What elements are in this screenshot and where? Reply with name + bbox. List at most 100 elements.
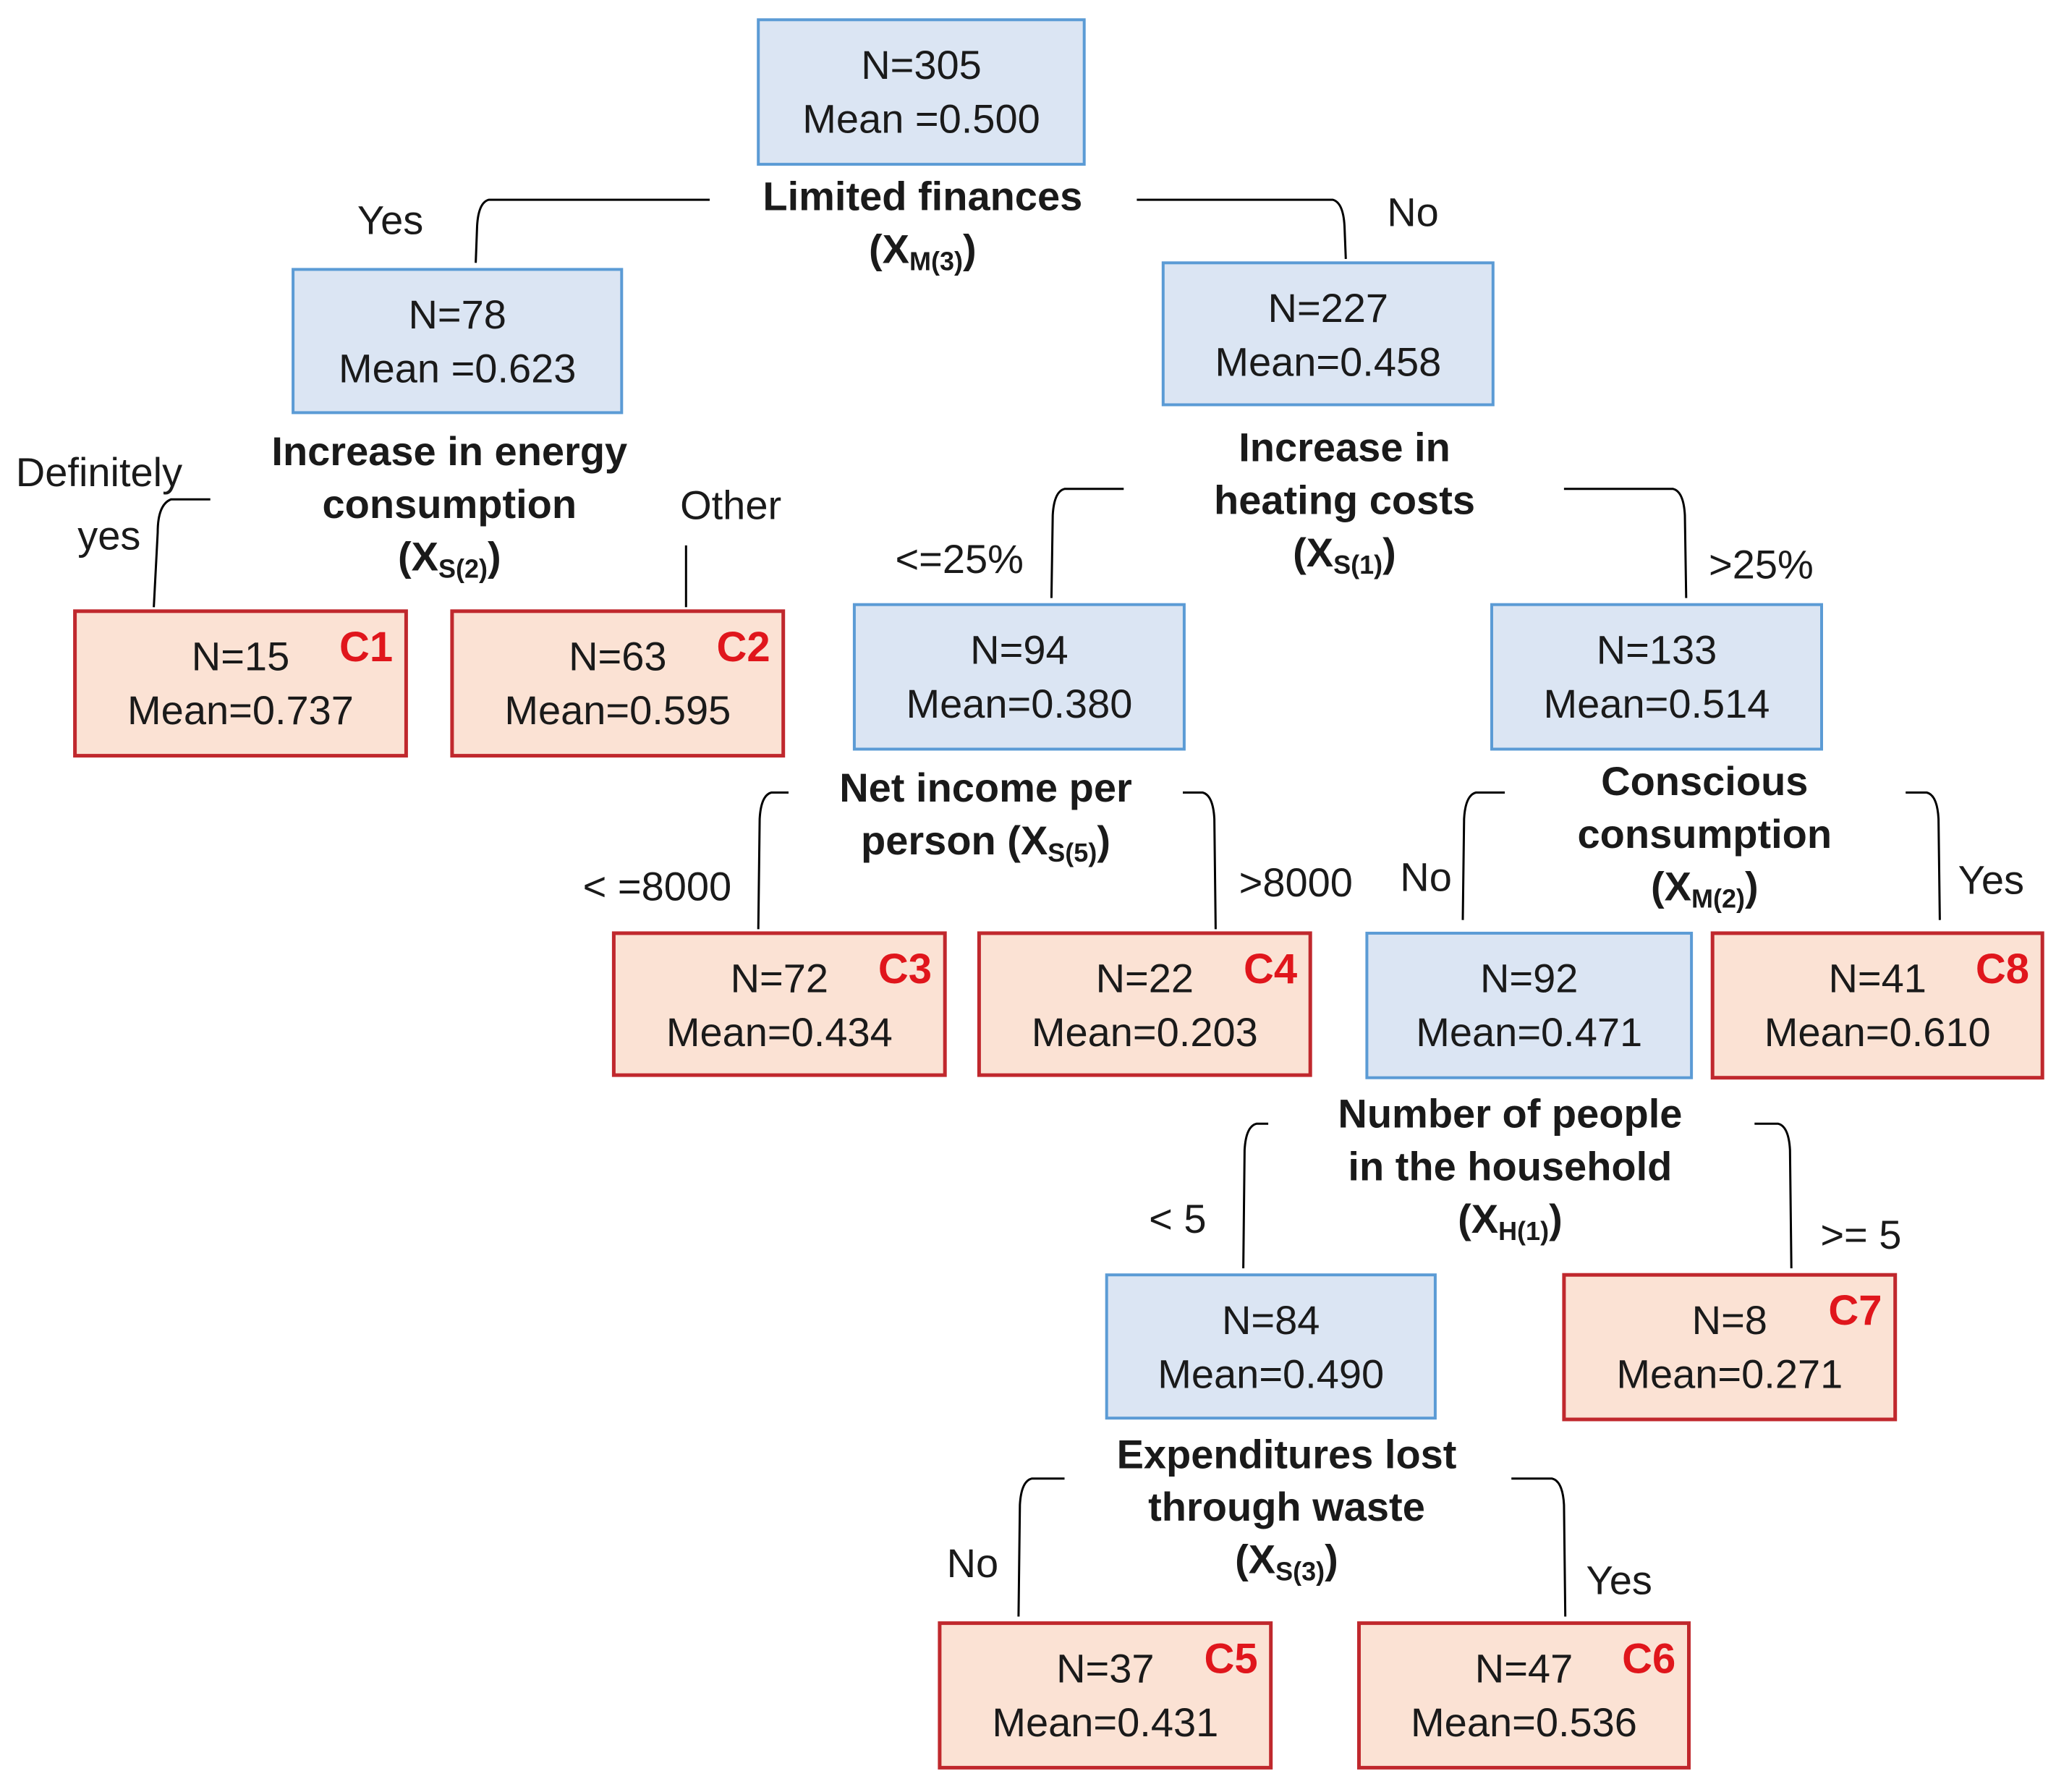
- node-count: N=305: [861, 42, 982, 88]
- node-box: [757, 18, 1086, 166]
- left-branch-line: [1050, 488, 1124, 598]
- node-mean: Mean=0.595: [504, 687, 731, 733]
- split-connector-s_l: [153, 498, 687, 608]
- node-box: [1365, 931, 1694, 1079]
- right-branch-line: [1137, 198, 1347, 259]
- node-box: [1490, 603, 1823, 751]
- split-label-s_rr: Conscious consumption (XM(2)) No Yes: [1400, 758, 2024, 913]
- node-count: N=227: [1268, 285, 1389, 331]
- node-count: N=41: [1828, 956, 1926, 1001]
- node-mean: Mean=0.514: [1544, 681, 1770, 726]
- cluster-label: C7: [1828, 1287, 1882, 1334]
- right-branch-line: [1183, 791, 1217, 930]
- node-mean: Mean=0.458: [1215, 339, 1441, 385]
- node-box: [977, 931, 1312, 1077]
- right-branch-line: [1563, 488, 1688, 598]
- left-branch-line: [757, 791, 789, 930]
- right-branch-label: >25%: [1709, 541, 1814, 587]
- node-mean: Mean =0.500: [802, 96, 1040, 142]
- right-branch-label: >8000: [1239, 859, 1353, 905]
- left-branch-line: [1017, 1477, 1065, 1617]
- node-count: N=94: [970, 627, 1068, 672]
- split-title-line: consumption: [1578, 811, 1832, 857]
- left-branch-label: <=25%: [895, 536, 1024, 582]
- cluster-label: C8: [1976, 946, 2029, 993]
- node-mean: Mean=0.536: [1411, 1699, 1637, 1745]
- node-count: N=78: [408, 292, 506, 337]
- split-label-s_l: Increase in energyconsumption(XS(2))Defi…: [16, 428, 781, 583]
- right-branch-label: Other: [680, 483, 781, 528]
- node-count: N=63: [569, 634, 666, 679]
- node-count: N=92: [1480, 956, 1578, 1001]
- left-branch-label: No: [947, 1540, 999, 1586]
- node-box: [852, 603, 1186, 751]
- cluster-label: C5: [1204, 1636, 1257, 1683]
- node-mean: Mean=0.737: [127, 687, 354, 733]
- left-branch-line: [1242, 1122, 1269, 1269]
- node-box: [292, 268, 624, 415]
- node-count: N=8: [1692, 1297, 1767, 1343]
- split-title-line: Number of people: [1338, 1091, 1682, 1137]
- split-connector-s_r: [1050, 488, 1688, 598]
- cluster-label: C1: [339, 624, 393, 671]
- cluster-label: C2: [716, 624, 770, 671]
- node-mean: Mean =0.623: [339, 346, 576, 391]
- left-branch-line: [153, 498, 211, 608]
- right-branch-line: [1511, 1477, 1567, 1617]
- split-variable: (XH(1)): [1458, 1196, 1563, 1246]
- split-connector-s_rr: [1461, 791, 1941, 920]
- node-mean: Mean=0.490: [1157, 1351, 1384, 1396]
- node-box: [938, 1621, 1273, 1770]
- node-box: [1710, 931, 2044, 1080]
- left-branch-label: No: [1400, 854, 1452, 900]
- split-title-line: Increase in energy: [271, 428, 627, 474]
- split-connector-s_rrl: [1242, 1122, 1793, 1269]
- split-title-line: heating costs: [1214, 477, 1475, 522]
- left-branch-label: < =8000: [583, 863, 732, 909]
- node-box: [1562, 1273, 1898, 1422]
- node-mean: Mean=0.431: [992, 1699, 1218, 1745]
- right-branch-line: [1754, 1122, 1793, 1269]
- split-variable: (XM(2)): [1651, 863, 1759, 913]
- node-mean: Mean=0.471: [1416, 1009, 1642, 1055]
- split-title-line: through waste: [1148, 1484, 1425, 1529]
- cluster-label: C4: [1244, 946, 1297, 993]
- split-title-line: Conscious: [1601, 758, 1808, 804]
- node-count: N=37: [1056, 1645, 1154, 1691]
- node-mean: Mean=0.434: [666, 1009, 893, 1055]
- split-title-line: person (XS(5)): [861, 818, 1110, 867]
- node-box: [1161, 261, 1495, 407]
- left-branch-label: < 5: [1149, 1196, 1206, 1241]
- right-branch-label: Yes: [1958, 857, 2024, 902]
- split-label-s_rrl: Number of people in the household (XH(1)) <…: [1149, 1091, 1901, 1257]
- node-mean: Mean=0.610: [1764, 1009, 1991, 1055]
- split-variable: (XS(1)): [1293, 530, 1396, 579]
- node-box: [450, 609, 786, 758]
- node-count: N=47: [1475, 1645, 1573, 1691]
- cluster-label: C6: [1622, 1636, 1675, 1683]
- split-title-line: Expenditures lost: [1117, 1431, 1457, 1477]
- split-connector-s_rrll: [1017, 1477, 1567, 1617]
- split-title-line: in the household: [1348, 1143, 1672, 1189]
- node-box: [611, 931, 947, 1077]
- right-branch-label: Yes: [1586, 1558, 1652, 1603]
- left-branch-line: [475, 198, 710, 263]
- right-branch-line: [1906, 791, 1941, 920]
